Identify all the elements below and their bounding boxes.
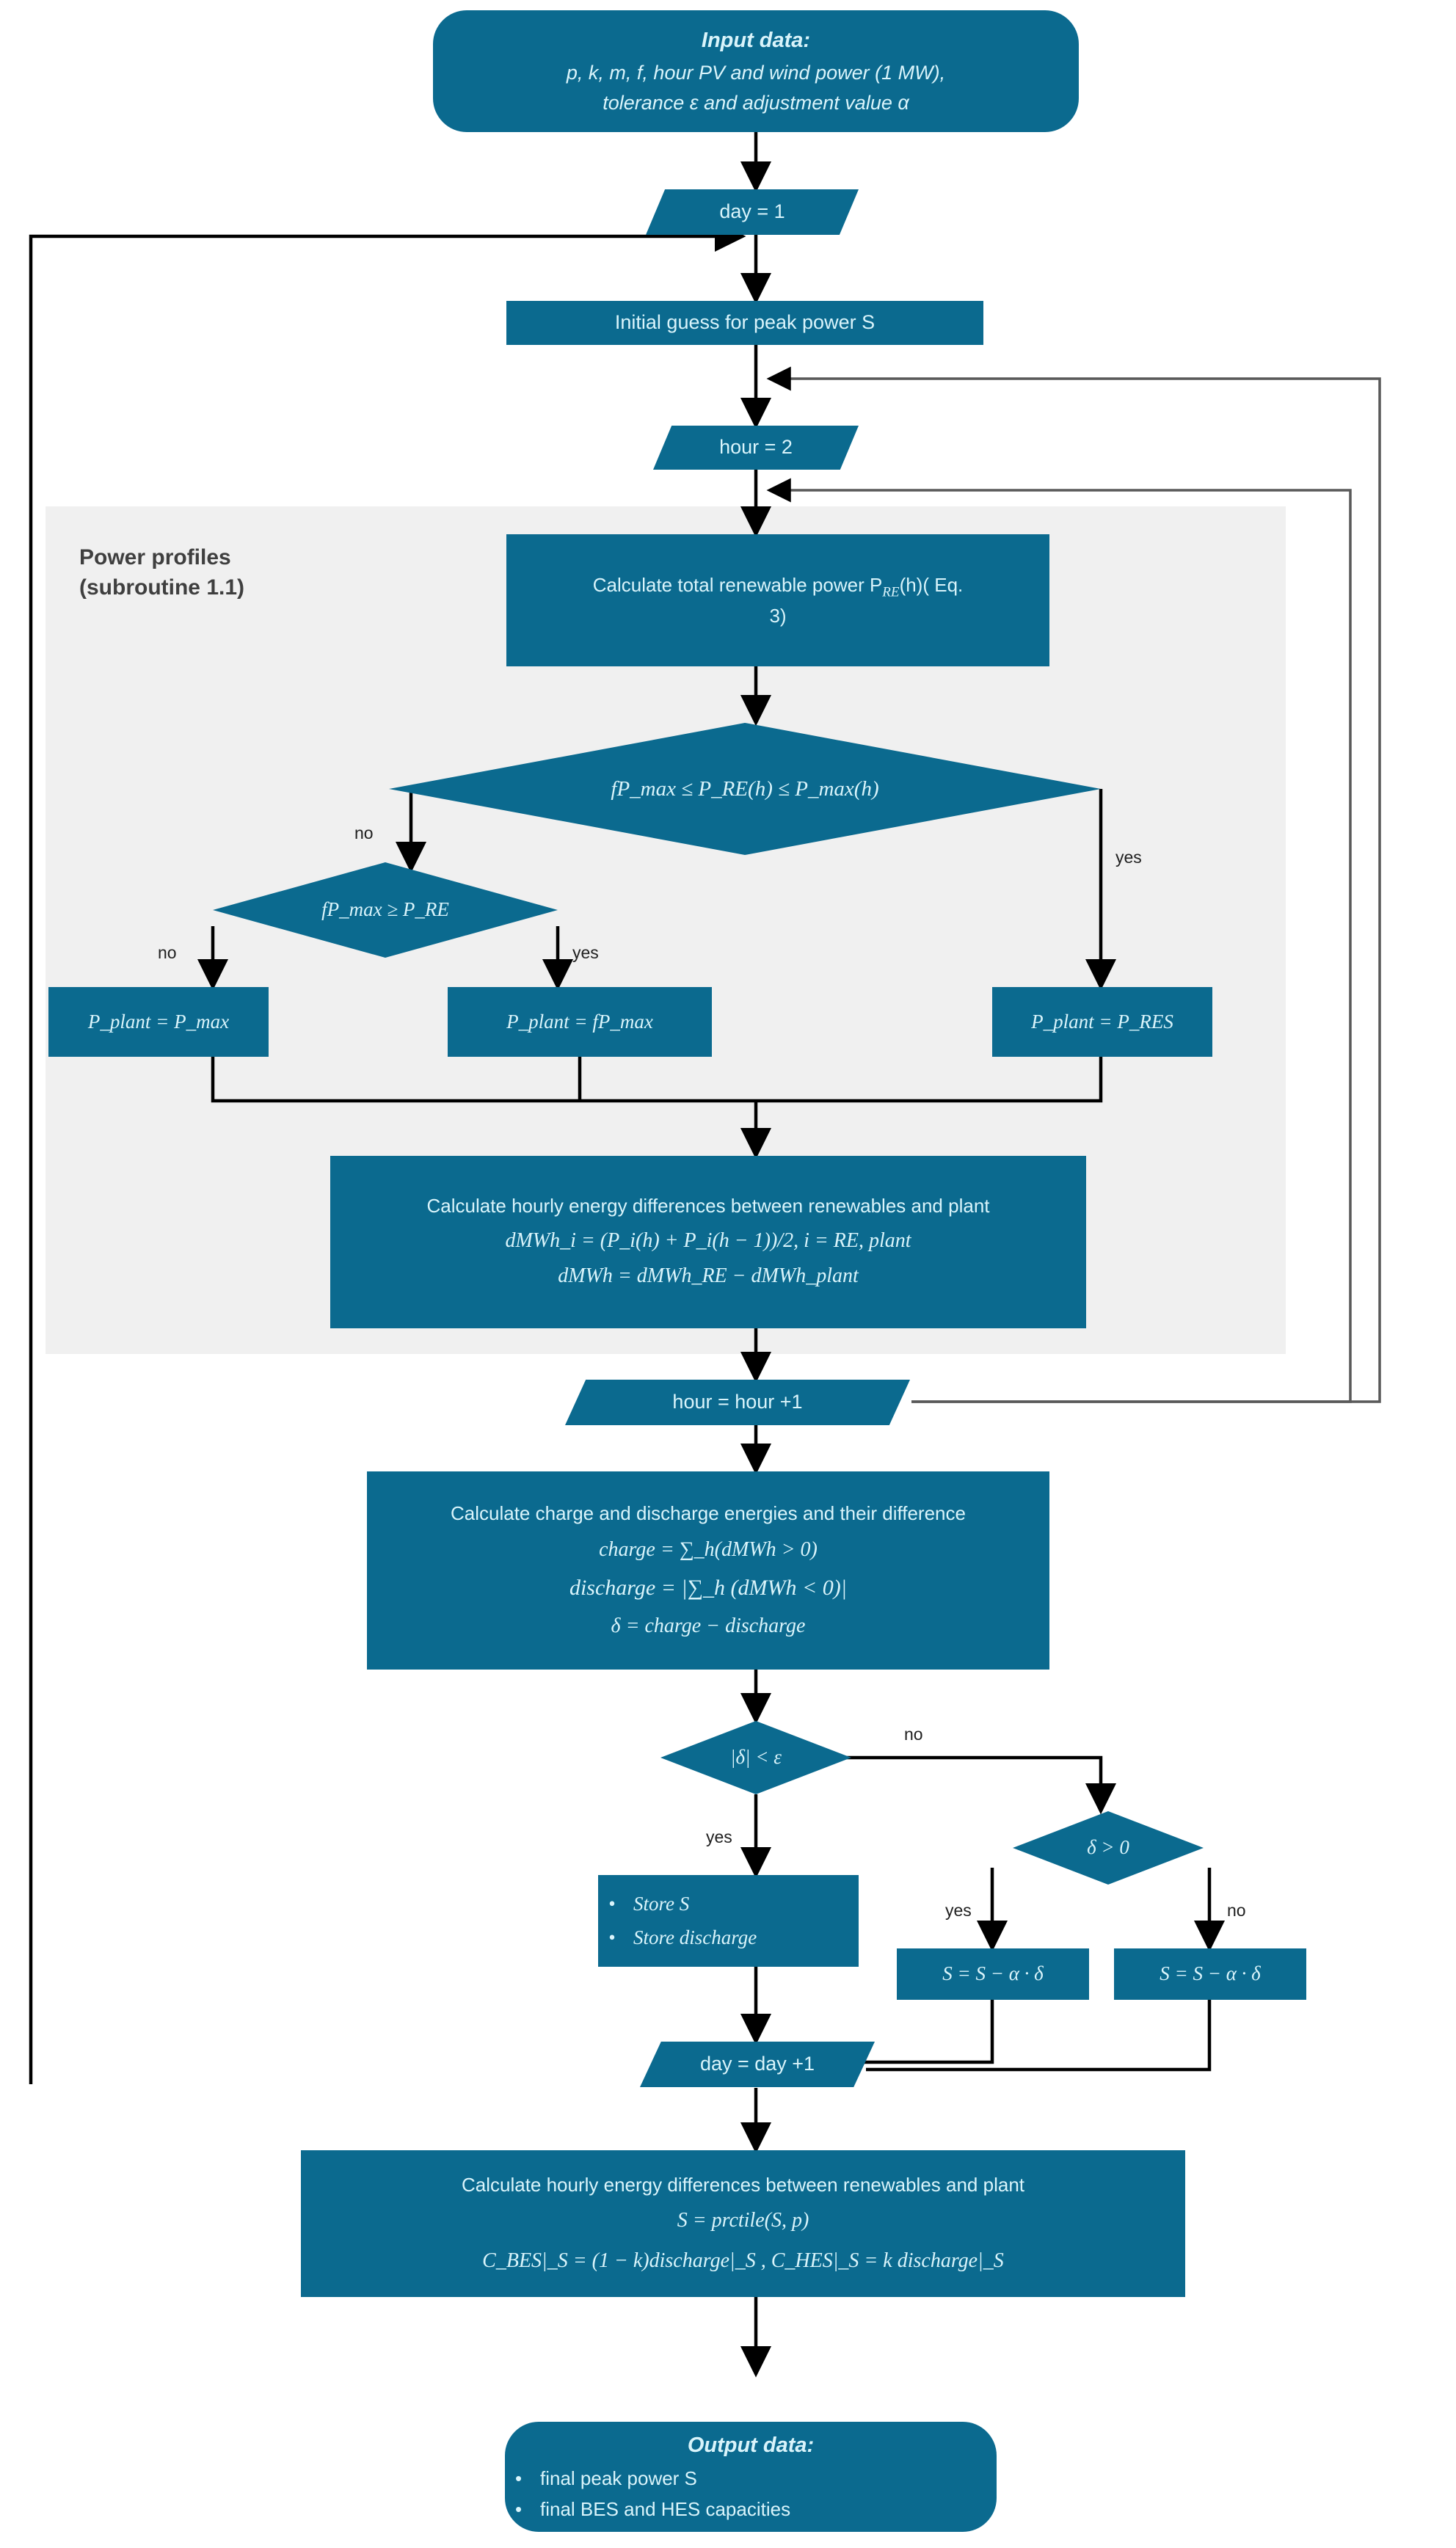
subroutine-label: Power profiles (subroutine 1.1) <box>79 543 358 603</box>
p-plant-pres-text: P_plant = P_RES <box>1031 1010 1173 1033</box>
edge-label-tol-yes: yes <box>706 1827 732 1846</box>
calc-re-sub: RE <box>882 584 900 600</box>
edge-label-delta-yes: yes <box>945 1901 972 1920</box>
decision-delta-text: δ > 0 <box>1087 1836 1129 1859</box>
node-store-results: Store S Store discharge <box>598 1875 859 1967</box>
node-s-update-yes: S = S − α · δ <box>897 1948 1089 2000</box>
initial-guess-text: Initial guess for peak power S <box>614 311 876 334</box>
calc-diff-line2: dMWh_i = (P_i(h) + P_i(h − 1))/2, i = RE… <box>505 1228 911 1252</box>
node-p-plant-fpmax: P_plant = fP_max <box>448 987 712 1057</box>
day-increment-text: day = day +1 <box>699 2053 815 2075</box>
input-line1: p, k, m, f, hour PV and wind power (1 MW… <box>566 61 946 84</box>
subroutine-label-line1: Power profiles <box>79 545 231 569</box>
edge-label-range-yes: yes <box>1115 848 1142 867</box>
input-line2: tolerance ε and adjustment value α <box>603 92 909 114</box>
hour-increment-text: hour = hour +1 <box>672 1391 803 1413</box>
node-input-data: Input data: p, k, m, f, hour PV and wind… <box>433 10 1079 132</box>
day-init-text: day = 1 <box>719 200 785 223</box>
calc-diff-line3: dMWh = dMWh_RE − dMWh_plant <box>558 1264 859 1288</box>
node-calc-charge-discharge: Calculate charge and discharge energies … <box>367 1471 1049 1670</box>
output-bullet-1: final peak power S <box>515 2465 986 2493</box>
edge-hour-loop-inner <box>766 478 1352 1403</box>
edge-label-fpmax-yes: yes <box>572 943 599 962</box>
edge-label-fpmax-no: no <box>158 943 177 962</box>
edge-supdate-no-return <box>866 2000 1212 2072</box>
node-day-init: day = 1 <box>646 189 859 235</box>
edge-label-delta-no: no <box>1227 1901 1246 1920</box>
p-plant-fpmax-text: P_plant = fP_max <box>506 1010 653 1033</box>
node-hour-init: hour = 2 <box>653 426 859 470</box>
s-update-yes-text: S = S − α · δ <box>942 1962 1044 1985</box>
node-p-plant-pres: P_plant = P_RES <box>992 987 1212 1057</box>
calc-re-line1: Calculate total renewable power P <box>592 573 883 596</box>
calc-charge-line1: Calculate charge and discharge energies … <box>451 1502 966 1524</box>
calc-re-line2: 3) <box>769 604 787 627</box>
edge-dectol-no <box>809 1755 1117 1815</box>
edge-day-loop-return <box>29 220 746 2084</box>
calc-re-line1b: (h)( Eq. <box>899 573 964 596</box>
output-title: Output data: <box>687 2434 815 2458</box>
output-bullet-2: final BES and HES capacities <box>515 2496 986 2524</box>
final-calc-line3: C_BES|_S = (1 − k)discharge|_S , C_HES|_… <box>482 2249 1004 2272</box>
store-bullet-1: Store S <box>608 1890 848 1918</box>
edge-merge-right <box>756 1057 1103 1103</box>
node-hour-increment: hour = hour +1 <box>565 1380 910 1425</box>
decision-range-text: fP_max ≤ P_RE(h) ≤ P_max(h) <box>611 776 879 801</box>
store-bullet-2: Store discharge <box>608 1923 848 1952</box>
node-final-calculation: Calculate hourly energy differences betw… <box>301 2150 1185 2297</box>
calc-charge-line2: charge = ∑_h(dMWh > 0) <box>599 1537 818 1561</box>
edge-merge-left <box>211 1057 756 1103</box>
subroutine-label-line2: (subroutine 1.1) <box>79 575 245 600</box>
calc-charge-line4: δ = charge − discharge <box>611 1614 806 1637</box>
edge-label-tol-no: no <box>904 1725 923 1744</box>
node-calc-hourly-diff: Calculate hourly energy differences betw… <box>330 1156 1086 1328</box>
node-s-update-no: S = S − α · δ <box>1114 1948 1306 2000</box>
node-calc-renewable: Calculate total renewable power PRE(h)( … <box>506 534 1049 666</box>
decision-fpmax-text: fP_max ≥ P_RE <box>321 898 449 921</box>
hour-init-text: hour = 2 <box>719 436 793 459</box>
node-output-data: Output data: final peak power S final BE… <box>505 2422 997 2532</box>
calc-charge-line3: discharge = |∑_h (dMWh < 0)| <box>569 1576 848 1601</box>
final-calc-line2: S = prctile(S, p) <box>677 2209 809 2232</box>
input-title: Input data: <box>701 28 811 52</box>
decision-tolerance-text: |δ| < ε <box>730 1746 782 1769</box>
node-day-increment: day = day +1 <box>640 2042 875 2087</box>
s-update-no-text: S = S − α · δ <box>1160 1962 1261 1985</box>
final-calc-line1: Calculate hourly energy differences betw… <box>461 2173 1024 2196</box>
node-initial-guess: Initial guess for peak power S <box>506 301 983 345</box>
edge-label-range-no: no <box>354 823 374 842</box>
calc-diff-line1: Calculate hourly energy differences betw… <box>426 1195 990 1217</box>
node-p-plant-pmax: P_plant = P_max <box>48 987 269 1057</box>
p-plant-pmax-text: P_plant = P_max <box>87 1010 230 1033</box>
